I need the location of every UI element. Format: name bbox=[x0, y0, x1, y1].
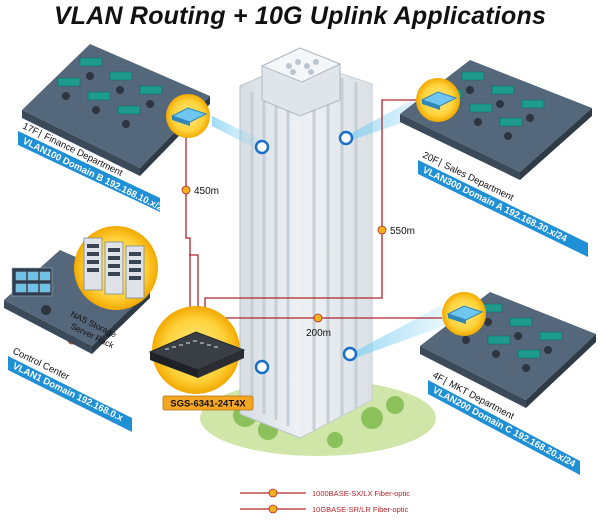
switch-label-bg bbox=[162, 395, 254, 411]
distance-450m: 450m bbox=[194, 186, 219, 197]
distance-200m: 200m bbox=[306, 328, 331, 339]
page-title: VLAN Routing + 10G Uplink Applications bbox=[53, 2, 547, 30]
legend-label-sr-lr: 10GBASE-SR/LR Fiber-optic bbox=[312, 505, 409, 514]
building-ports bbox=[254, 130, 358, 375]
sales-vlan-label: VLAN300 Domain A 192.168.30.x/24 bbox=[421, 165, 570, 245]
mkt-switch-badge bbox=[442, 292, 486, 336]
beam-finance bbox=[212, 116, 262, 152]
core-switch bbox=[148, 306, 246, 394]
office-building bbox=[239, 47, 373, 439]
switch-label: SGS-6341-24T4X bbox=[170, 399, 246, 410]
vlan-bars bbox=[8, 131, 588, 475]
distance-550m: 550m bbox=[390, 226, 415, 237]
legend-line-sr-lr bbox=[240, 504, 306, 514]
legend-line-sx-lx bbox=[240, 488, 306, 498]
legend-label-sx-lx: 1000BASE-SX/LX Fiber-optic bbox=[312, 489, 410, 498]
sales-switch-badge bbox=[416, 78, 460, 122]
finance-switch-badge bbox=[166, 94, 210, 138]
nas-server-rack bbox=[74, 226, 158, 310]
beam-mkt bbox=[350, 306, 466, 360]
mkt-vlan-label: VLAN200 Domain C 192.168.20.x/24 bbox=[431, 385, 578, 470]
